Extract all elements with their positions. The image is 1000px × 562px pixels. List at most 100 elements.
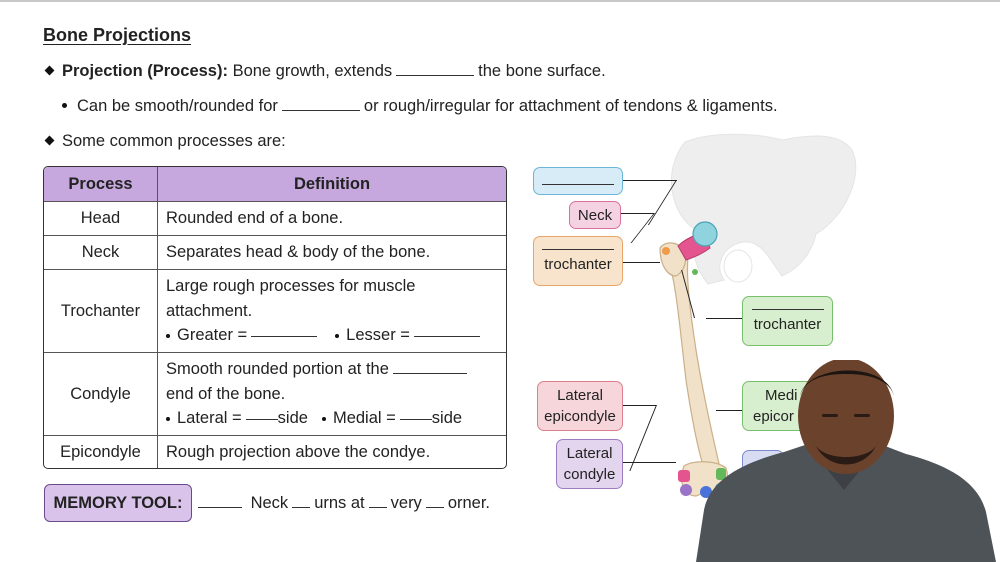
memory-word: urns at [314,494,365,512]
table-row: Head Rounded end of a bone. [44,201,506,235]
leader-line [716,410,744,412]
trochanter-subpoints: Greater = Lesser = [166,323,498,348]
top-rule [0,0,1000,2]
fill-blank [198,506,242,508]
memory-word: Neck [250,494,289,512]
label-lesser-trochanter: trochanter [533,236,623,286]
leader-line [622,262,660,264]
presenter-shirt [696,444,996,562]
label-head-blank [533,167,623,195]
process-table: Process Definition Head Rounded end of a… [43,166,507,469]
cell-definition: Large rough processes for muscle attachm… [158,270,506,352]
fill-blank [425,506,444,508]
bullet3-text: Some common processes are: [62,132,286,150]
dot-bullet-icon [166,416,170,421]
femur-illustration [659,221,729,498]
cell-definition: Rough projection above the condye. [166,442,431,461]
bullet-common-processes: Some common processes are: [44,132,286,151]
header-process: Process [44,167,158,201]
label-text: epicondyle [544,408,616,425]
fill-blank [251,335,318,337]
greater-label: Greater = [177,326,248,345]
dot-bullet-icon [335,333,340,338]
fill-blank [751,308,824,310]
presenter-eye [822,414,838,417]
condyle-subpoints: Lateral = side Medial = side [166,406,498,431]
presenter-head [798,360,894,474]
label-lateral-epicondyle: Lateral epicondyle [537,381,623,431]
bullet1-text-b: the bone surface. [478,62,606,80]
cell-definition: Separates head & body of the bone. [166,243,431,262]
label-neck: Neck [569,201,621,229]
label-text: Lateral [566,445,613,462]
fill-blank [368,506,387,508]
cell-process: Head [44,202,158,235]
label-text: trochanter [544,255,612,273]
leader-line [622,462,676,464]
table-row: Trochanter Large rough processes for mus… [44,269,506,352]
bullet2-text-b: or rough/irregular for attachment of ten… [363,97,778,115]
leader-line [622,405,656,407]
pelvis-illustration [671,133,857,285]
fill-blank [245,418,278,420]
definition-line: end of the bone. [166,384,286,403]
femur-diagram [659,133,857,498]
definition-line: Smooth rounded portion at the [166,357,498,382]
label-lateral-condyle: Lateral condyle [556,439,623,489]
term-projection: Projection (Process): [62,62,228,80]
fill-blank [392,372,467,375]
label-greater-trochanter: trochanter [742,296,833,346]
leader-line [622,180,677,182]
label-text: trochanter [753,315,822,333]
page-title: Bone Projections [43,25,192,45]
definition-line: Large rough processes for muscle [166,277,416,296]
cell-process: Trochanter [44,270,158,352]
label-text: condyle [563,466,616,483]
diamond-bullet-icon [44,65,55,76]
dot-bullet-icon [321,416,326,421]
presenter-video [696,360,996,562]
label-text: Lateral [557,387,603,404]
lateral-label: Lateral = [177,409,242,428]
leader-line [620,213,654,215]
cell-process: Condyle [44,353,158,435]
bullet-smooth-rough: Can be smooth/rounded for or rough/irregu… [62,97,778,116]
definition-text: Smooth rounded portion at the [166,360,389,379]
cell-process: Neck [44,236,158,269]
presenter-eye [854,414,870,417]
diamond-bullet-icon [44,135,55,146]
cell-definition: Smooth rounded portion at the end of the… [158,353,506,435]
fill-blank [542,183,614,185]
dot-bullet-icon [62,103,67,108]
memory-tool-badge: MEMORY TOOL: [44,484,192,522]
memory-tool-sentence: Neck urns at very orner. [198,494,490,513]
fill-blank [413,335,480,337]
label-text: epicor [753,408,794,425]
dot-bullet-icon [166,333,170,338]
leader-line [706,318,743,320]
memory-word: very [390,494,422,512]
bullet-projection: Projection (Process): Bone growth, exten… [44,62,606,81]
fill-blank [292,506,311,508]
fill-blank [542,248,614,250]
table-row: Neck Separates head & body of the bone. [44,235,506,269]
table-row: Epicondyle Rough projection above the co… [44,435,506,468]
fill-blank [281,109,360,111]
medial-label: Medial = [332,409,396,428]
bullet2-text-a: Can be smooth/rounded for [77,97,278,115]
fill-blank [399,418,432,420]
cell-definition: Rounded end of a bone. [166,209,344,228]
definition-line: attachment. [166,301,253,320]
memory-word: orner. [447,494,491,512]
side-label: side [431,409,463,428]
presenter-beard [814,442,878,465]
label-text: Medi [765,387,798,404]
cell-process: Epicondyle [44,436,158,468]
header-definition: Definition [293,174,371,193]
side-label: side [277,409,308,428]
table-row: Condyle Smooth rounded portion at the en… [44,352,506,435]
fill-blank [396,74,475,76]
table-header-row: Process Definition [44,167,506,201]
bullet1-text-a: Bone growth, extends [232,62,393,80]
lesser-label: Lesser = [346,326,410,345]
